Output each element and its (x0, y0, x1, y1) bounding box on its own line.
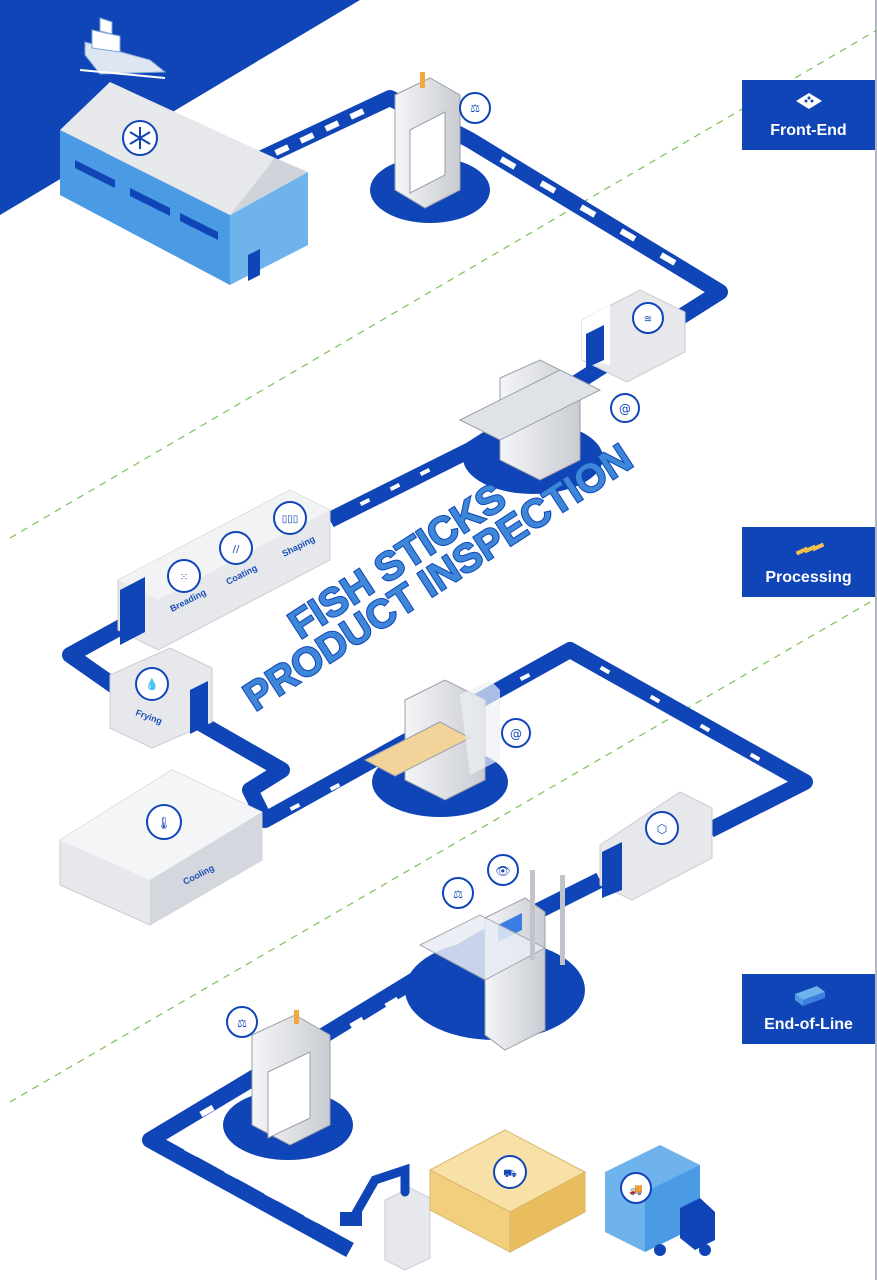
coating-icon (219, 531, 253, 565)
shaping-icon (273, 501, 307, 535)
svg-text:⛟: ⛟ (503, 1167, 517, 1180)
tunnel-front-end: ≋ (581, 289, 686, 383)
section-label-text: End-of-Line (764, 1016, 853, 1033)
svg-text:⬡: ⬡ (657, 822, 667, 836)
svg-text:▯▯▯: ▯▯▯ (282, 514, 299, 525)
svg-text://: // (233, 544, 240, 555)
svg-text:≋: ≋ (644, 314, 652, 325)
inspection-icon-2 (226, 1006, 258, 1038)
thermometer-icon (146, 804, 182, 840)
svg-text:💧: 💧 (145, 678, 159, 691)
eye-icon (487, 854, 519, 886)
weight-icon (442, 877, 474, 909)
metal-detector-end-of-line: ⚖ (223, 1006, 353, 1160)
divider-line-2 (9, 597, 877, 1103)
conveyor-processing-3 (191, 642, 813, 838)
fish-box-icon (794, 986, 825, 1006)
processing-tunnel: ⁙ // ▯▯▯ Breading Coating Shaping (117, 489, 331, 651)
packaging-inspection-machine: ⚖ 👁 (405, 854, 585, 1051)
packaging-tunnel: ⬡ (599, 791, 713, 901)
section-label-text: Front-End (770, 122, 847, 139)
divider-line-1 (9, 29, 877, 539)
section-label-text: Processing (765, 569, 852, 586)
frying-tunnel: 💧 Frying (109, 647, 213, 749)
cold-storage-warehouse (60, 82, 308, 285)
svg-text:@: @ (619, 402, 631, 416)
metal-detector-front-end: ⚖ (370, 72, 491, 223)
conveyor-front-end (254, 90, 728, 457)
checkweigher-processing: @ (458, 359, 640, 494)
svg-text:🚚: 🚚 (629, 1183, 643, 1196)
pallet-icon (493, 1155, 527, 1189)
svg-text:@: @ (510, 727, 522, 741)
metal-detector-processing: @ (363, 679, 531, 817)
box-icon (645, 811, 679, 845)
fish-block-icon (795, 93, 822, 109)
fish-sticks-icon (795, 542, 824, 556)
cooling-unit: 🌡 Cooling (59, 769, 263, 926)
section-front-end: Front-End (742, 80, 875, 150)
spiral-icon-2 (501, 718, 531, 748)
waves-icon (632, 302, 664, 334)
ship (79, 17, 167, 79)
frying-icon (135, 667, 169, 701)
section-end-of-line: End-of-Line (742, 974, 875, 1044)
delivery-truck: 🚚 (605, 1145, 715, 1256)
pallet-boxes: ⛟ (428, 1129, 587, 1253)
svg-text:👁: 👁 (495, 864, 510, 878)
svg-text:⚖: ⚖ (453, 888, 463, 901)
svg-text:🌡: 🌡 (156, 816, 171, 830)
spiral-icon (610, 393, 640, 423)
svg-text:⚖: ⚖ (470, 102, 480, 115)
svg-text:⚖: ⚖ (237, 1017, 247, 1030)
truck-icon (620, 1172, 652, 1204)
section-processing: Processing (742, 527, 875, 597)
svg-text:⁙: ⁙ (180, 572, 188, 583)
conveyor-processing-1 (326, 442, 474, 528)
breading-icon (167, 559, 201, 593)
inspection-icon (459, 92, 491, 124)
robot-arm (340, 1163, 431, 1271)
conveyor-products (184, 108, 761, 1223)
